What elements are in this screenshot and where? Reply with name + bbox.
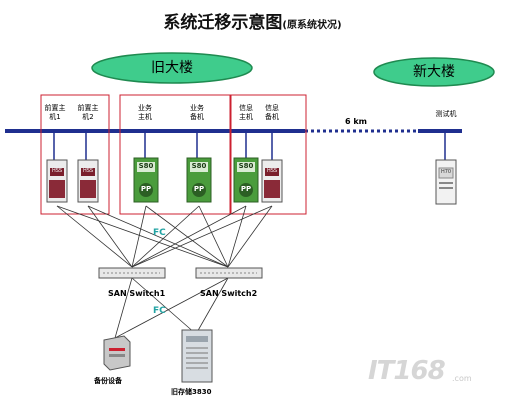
old-building-label: 旧大楼 <box>151 60 193 76</box>
server-info-backup <box>261 159 283 203</box>
server-front1 <box>46 159 68 203</box>
backup-device-label: 备份设备 <box>94 377 122 385</box>
server-biz-backup <box>186 157 212 203</box>
backup-device-shape <box>103 335 131 371</box>
san-switch2-shape <box>195 267 263 279</box>
san-switch2-label: SAN Switch2 <box>200 289 258 298</box>
host-label-biz-backup: 业务备机 <box>190 104 204 121</box>
model-front1: HSS <box>51 168 63 174</box>
watermark-domain: .com <box>452 374 472 383</box>
host-label-info-backup: 信息备机 <box>265 104 279 121</box>
business-hosts-frame <box>119 94 231 215</box>
title-subtitle: (原系统状况) <box>282 20 342 31</box>
model-test: H70 <box>440 169 452 175</box>
watermark-logo: IT168 <box>368 356 446 386</box>
model-front2: HSS <box>82 168 94 174</box>
host-label-info-primary: 信息主机 <box>239 104 253 121</box>
server-info-primary <box>233 157 259 203</box>
server-test <box>435 159 457 205</box>
pp-badge-biz-backup: PP <box>193 185 205 193</box>
model-info-primary: S80 <box>238 162 254 170</box>
host-label-front1: 前置主机1 <box>44 104 66 121</box>
host-label-test: 测试机 <box>435 110 457 118</box>
distance-label: 6 km <box>345 117 368 126</box>
old-building-ellipse <box>91 52 253 84</box>
front-hosts-frame <box>40 94 110 215</box>
new-building-ellipse <box>373 57 495 87</box>
diagram-title: 系统迁移示意图(原系统状况) <box>0 8 505 33</box>
model-biz-primary: S80 <box>138 162 154 170</box>
fc-label-lower: FC <box>153 306 166 316</box>
server-biz-primary <box>133 157 159 203</box>
model-biz-backup: S80 <box>191 162 207 170</box>
title-main: 系统迁移示意图 <box>163 13 283 33</box>
host-label-front2: 前置主机2 <box>77 104 99 121</box>
pp-badge-info-primary: PP <box>240 185 252 193</box>
model-info-backup: HSS <box>266 168 278 174</box>
new-building-label: 新大楼 <box>413 64 455 80</box>
fc-cabling <box>56 205 273 339</box>
server-front2 <box>77 159 99 203</box>
backbone-drops <box>53 131 446 160</box>
old-storage-label: 旧存储3830 <box>171 388 212 396</box>
info-hosts-frame <box>230 94 307 215</box>
host-label-biz-primary: 业务主机 <box>138 104 152 121</box>
pp-badge-biz-primary: PP <box>140 185 152 193</box>
fc-label-upper: FC <box>153 228 166 238</box>
old-storage-shape <box>181 329 213 383</box>
san-switch1-label: SAN Switch1 <box>108 289 166 298</box>
san-switch1-shape <box>98 267 166 279</box>
